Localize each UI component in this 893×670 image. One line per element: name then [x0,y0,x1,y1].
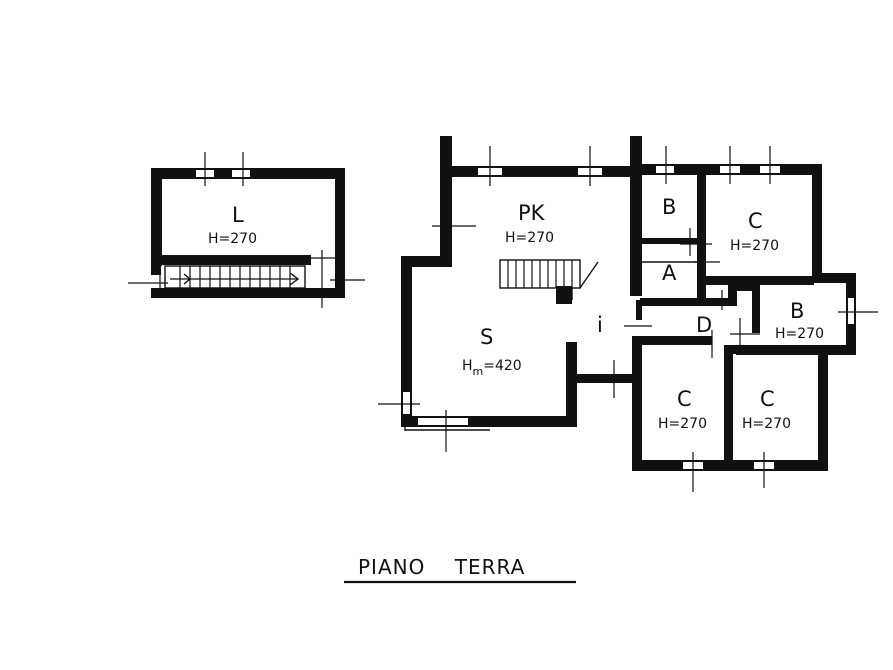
room-label-s: S [480,325,493,349]
wall [335,168,345,298]
height-prefix: H [462,358,473,374]
wall [812,164,822,279]
wall [706,276,814,285]
wall [151,255,311,265]
wall [401,256,452,267]
wall [401,416,577,427]
room-height-pk: H=270 [505,230,554,246]
room-label-a: A [662,261,677,285]
wall [632,460,828,471]
height-subscript: m [473,365,484,378]
wall [632,336,642,471]
wall [640,298,735,306]
stair-main [499,259,599,300]
wall [151,265,161,275]
room-label-b-right: B [790,299,804,323]
room-label-b-top: B [662,195,676,219]
wall [151,168,162,266]
room-label-d: D [696,313,712,337]
room-height-b-right: H=270 [775,326,824,342]
wall [636,300,642,320]
window [656,166,674,173]
wall [752,283,760,333]
room-height-c-bottom-left: H=270 [658,416,707,432]
room-label-c-bottom-left: C [677,387,692,411]
wall [697,175,706,303]
room-height-l: H=270 [208,231,257,247]
room-height-c-bottom-right: H=270 [742,416,791,432]
wall [818,345,828,471]
room-label-c-top: C [748,209,763,233]
window [418,418,468,425]
wall [640,238,700,244]
room-label-c-bottom-right: C [760,387,775,411]
room-height-c-top: H=270 [730,238,779,254]
plan-title: PIANO TERRA [358,555,525,579]
wall [151,288,345,298]
wall [440,166,640,177]
wall [724,345,733,465]
room-label-l: L [232,203,244,227]
stair-post [556,286,572,304]
window [403,392,410,414]
room-height-s: Hm=420 [462,358,522,378]
wall [566,342,577,427]
wall [630,196,642,296]
window [232,170,250,177]
height-value: =420 [483,358,521,374]
door-frame [404,420,490,431]
wall [640,336,712,345]
wall [736,283,760,291]
wall [401,256,412,416]
room-label-pk: PK [518,201,546,225]
wall [812,273,856,283]
building-l [128,152,365,308]
window [848,298,854,324]
wall [727,345,827,354]
main-house [378,136,878,492]
stair-l [164,265,306,289]
room-label-i: i [597,313,603,337]
wall [728,276,737,306]
